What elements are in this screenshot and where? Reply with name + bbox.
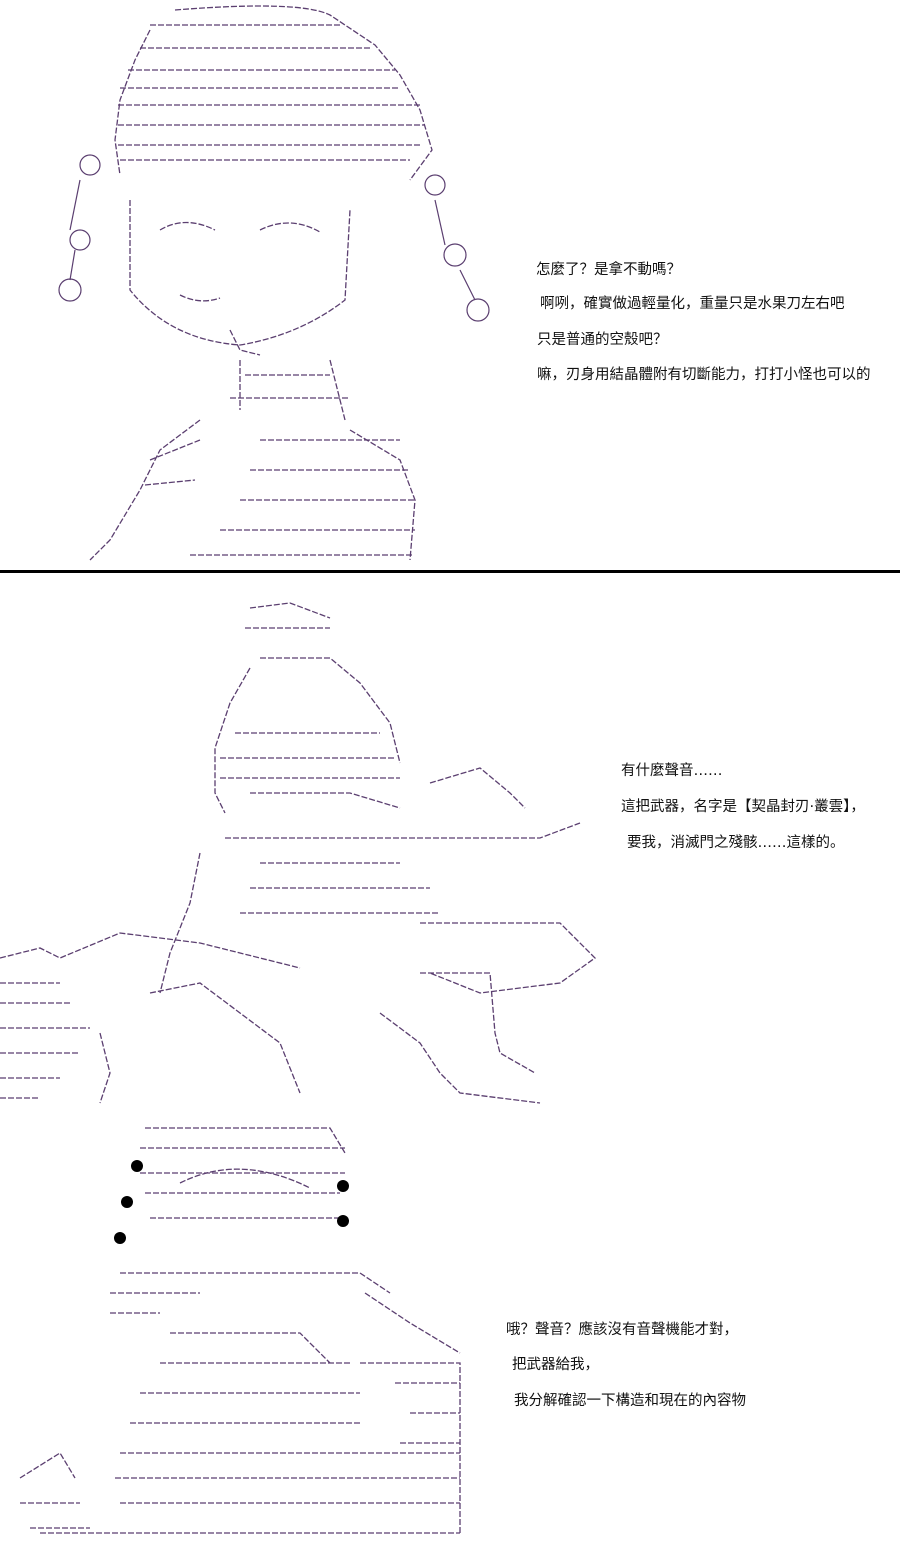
ascii-art-character-1	[58, 5, 490, 561]
dialog-line: 啊咧，確實做過輕量化，重量只是水果刀左右吧	[540, 296, 845, 312]
ascii-art-character-2	[0, 602, 597, 1534]
dialog-line: 嘛，刃身用結晶體附有切斷能力，打打小怪也可以的	[537, 367, 871, 383]
panel-1: 怎麼了？是拿不動嗎？ 啊咧，確實做過輕量化，重量只是水果刀左右吧 只是普通的空殼…	[0, 0, 900, 570]
dialog-line: 這把武器，名字是【契晶封刃·叢雲】，	[621, 799, 865, 815]
dialog-line: 要我，消滅門之殘骸……這樣的。	[627, 835, 845, 851]
dialog-line: 把武器給我，	[512, 1357, 599, 1373]
dialog-line: 哦？聲音？應該沒有音聲機能才對，	[506, 1322, 738, 1338]
panel-divider	[0, 570, 900, 573]
dialog-line: 只是普通的空殼吧？	[537, 332, 668, 348]
panel-2: 有什麼聲音…… 這把武器，名字是【契晶封刃·叢雲】， 要我，消滅門之殘骸……這樣…	[0, 573, 900, 1545]
dialog-line: 我分解確認一下構造和現在的內容物	[514, 1393, 746, 1409]
dialog-line: 怎麼了？是拿不動嗎？	[536, 262, 681, 278]
dialog-line: 有什麼聲音……	[621, 763, 723, 779]
